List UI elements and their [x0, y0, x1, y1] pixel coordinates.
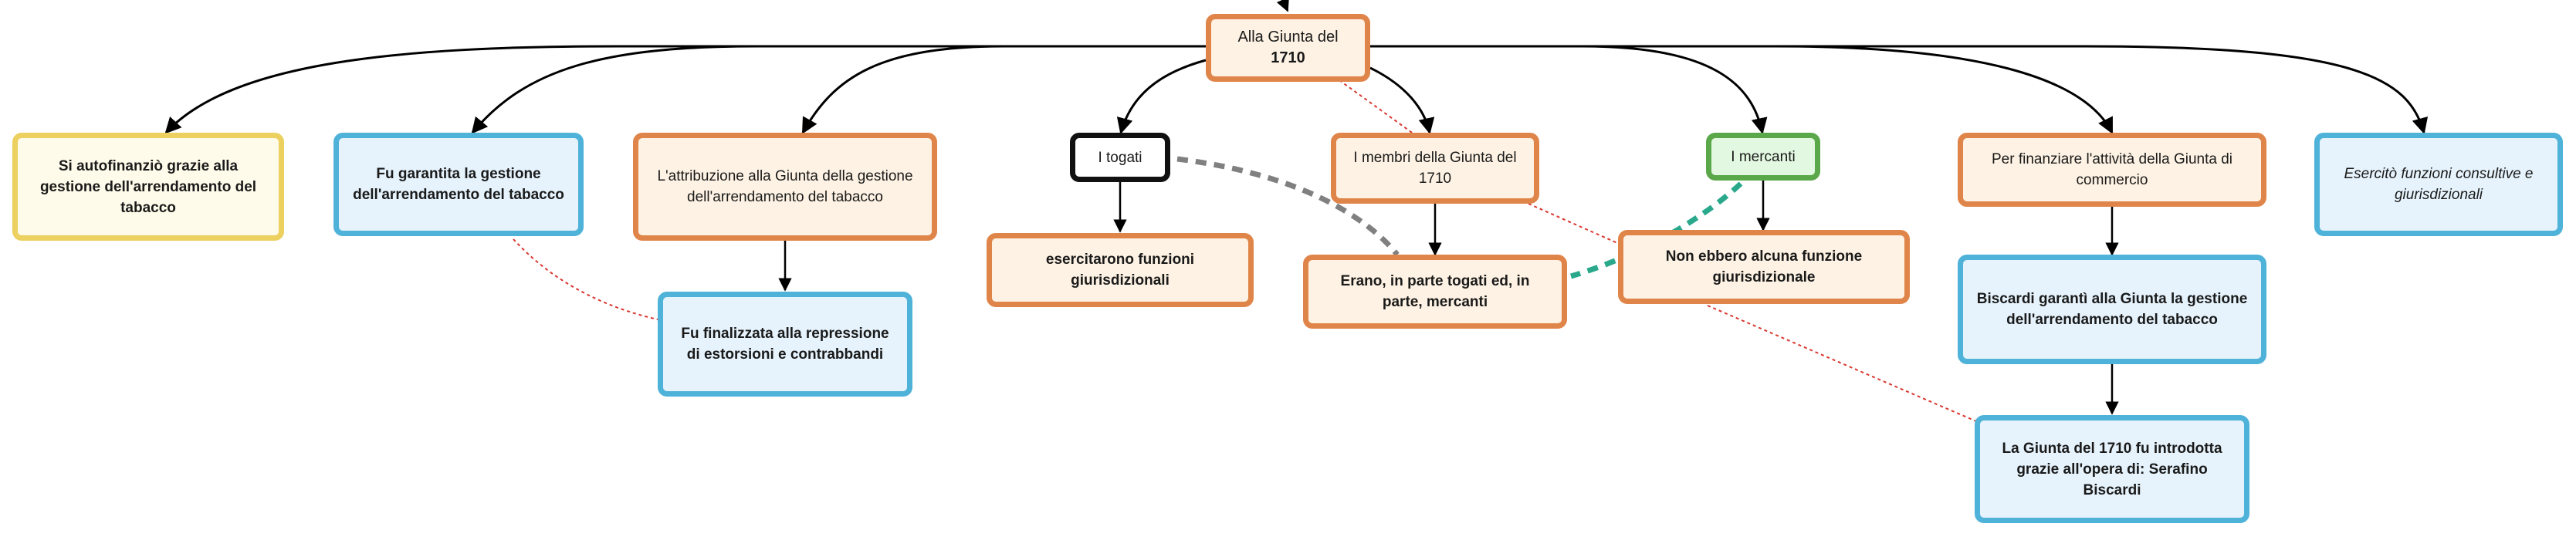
node-consultive[interactable]: Esercitò funzioni consultive e giurisdiz…	[2314, 133, 2563, 236]
edge-dotted-root-membri	[1339, 79, 1415, 135]
edge-root-mercanti	[1370, 45, 1768, 135]
node-finalizzata-label: Fu finalizzata alla repressione di estor…	[681, 326, 889, 363]
edge-root-autofinanzio	[164, 45, 1206, 134]
node-attribuzione-label: L'attribuzione alla Giunta della gestion…	[657, 168, 913, 205]
node-root-year: 1710	[1271, 49, 1305, 66]
node-introdotta-label: La Giunta del 1710 fu introdotta grazie …	[2002, 440, 2222, 498]
node-finalizzata[interactable]: Fu finalizzata alla repressione di estor…	[658, 292, 912, 397]
node-togati-label: I togati	[1098, 149, 1142, 166]
node-introdotta[interactable]: La Giunta del 1710 fu introdotta grazie …	[1975, 415, 2249, 523]
node-attribuzione[interactable]: L'attribuzione alla Giunta della gestion…	[633, 133, 937, 241]
node-non-ebbero-label: Non ebbero alcuna funzione giurisdiziona…	[1665, 248, 1863, 285]
node-togati[interactable]: I togati	[1070, 133, 1170, 182]
node-root[interactable]: Alla Giunta del 1710	[1206, 14, 1370, 82]
node-non-ebbero[interactable]: Non ebbero alcuna funzione giurisdiziona…	[1618, 230, 1910, 304]
node-root-label: Alla Giunta del 1710	[1224, 27, 1352, 69]
node-autofinanzio[interactable]: Si autofinanziò grazie alla gestione del…	[12, 133, 284, 241]
node-mercanti-label: I mercanti	[1731, 148, 1796, 165]
node-biscardi-label: Biscardi garantì alla Giunta la gestione…	[1976, 291, 2248, 328]
node-per-finanziare[interactable]: Per finanziare l'attività della Giunta d…	[1958, 133, 2266, 207]
node-erano-label: Erano, in parte togati ed, in parte, mer…	[1340, 273, 1530, 310]
node-per-finanziare-label: Per finanziare l'attività della Giunta d…	[1991, 151, 2232, 188]
node-garantita-label: Fu garantita la gestione dell'arrendamen…	[353, 166, 564, 203]
edge-dotted-garantita-finalizzata	[513, 238, 658, 320]
node-biscardi[interactable]: Biscardi garantì alla Giunta la gestione…	[1958, 255, 2266, 364]
edge-dotted-membri-non-ebbero	[1528, 203, 1623, 246]
edge-root-membri	[1369, 66, 1435, 135]
node-erano[interactable]: Erano, in parte togati ed, in parte, mer…	[1303, 255, 1567, 329]
node-root-text: Alla Giunta del	[1237, 29, 1339, 46]
node-garantita[interactable]: Fu garantita la gestione dell'arrendamen…	[333, 133, 584, 236]
edge-incoming	[1276, 0, 1289, 12]
edge-root-togati	[1116, 59, 1207, 135]
edge-dashed-togati-erano	[1176, 156, 1400, 257]
edge-root-garantita	[471, 45, 1206, 134]
node-mercanti[interactable]: I mercanti	[1706, 133, 1820, 181]
node-membri-label: I membri della Giunta del 1710	[1353, 150, 1517, 187]
node-autofinanzio-label: Si autofinanziò grazie alla gestione del…	[39, 157, 257, 216]
node-giurisdizionali-label: esercitarono funzioni giurisdizionali	[1045, 252, 1195, 289]
node-giurisdizionali[interactable]: esercitarono funzioni giurisdizionali	[987, 233, 1254, 307]
node-membri[interactable]: I membri della Giunta del 1710	[1331, 133, 1539, 204]
edge-dotted-non-ebbero-introdotta	[1707, 305, 1977, 422]
edge-root-consultive	[1370, 45, 2429, 135]
edge-root-attribuzione	[801, 45, 1206, 134]
node-consultive-label: Esercitò funzioni consultive e giurisdiz…	[2344, 166, 2534, 203]
edge-dashed-mercanti-erano	[1570, 181, 1743, 279]
